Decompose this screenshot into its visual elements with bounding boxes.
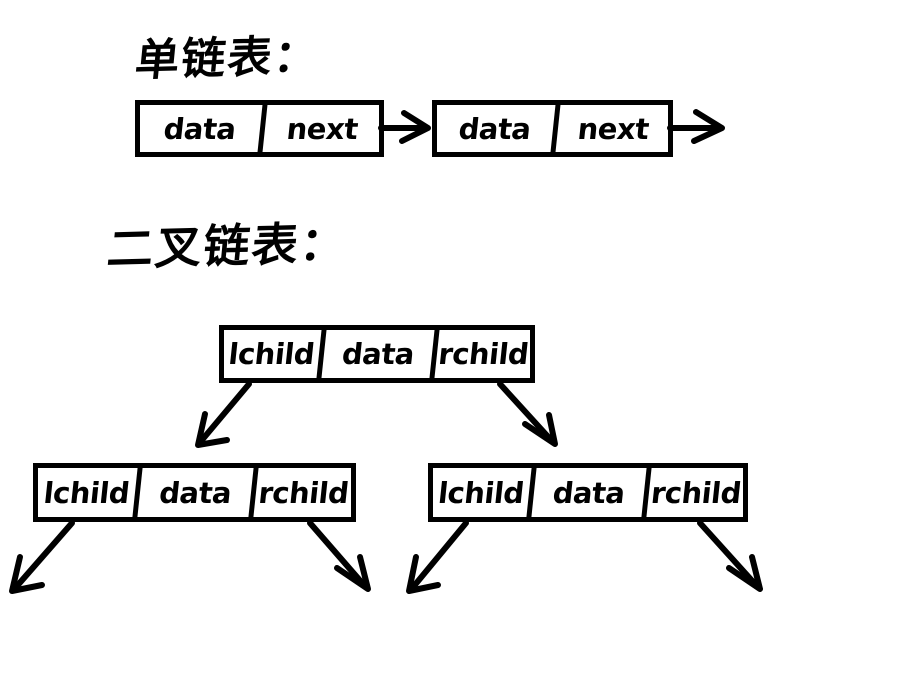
binary-node-root-data-cell: data (316, 330, 435, 378)
next-pointer-1-arrow-icon (378, 110, 431, 144)
binary-node-left-data-cell: data (132, 468, 254, 517)
root-lchild-arrow-icon (195, 381, 252, 448)
next-pointer-2-arrow-icon (667, 109, 725, 144)
heading-singly-linked-list: 单链表： (132, 30, 323, 87)
sll-node-1-next-cell: next (257, 105, 382, 152)
right-lchild-arrow-icon (406, 520, 469, 594)
sll-node-2-next-cell: next (550, 105, 671, 152)
binary-node-left-child: lchild data rchild (33, 463, 356, 522)
binary-node-root-lchild-cell: lchild (226, 337, 316, 371)
binary-node-root: lchild data rchild (219, 325, 535, 383)
right-rchild-arrow-icon (697, 520, 763, 592)
left-lchild-arrow-icon (9, 520, 75, 594)
binary-node-root-rchild-cell: rchild (429, 330, 533, 378)
binary-node-left-rchild-cell: rchild (248, 468, 354, 517)
binary-node-right-child: lchild data rchild (428, 463, 748, 522)
binary-node-right-lchild-cell: lchild (436, 475, 526, 510)
sll-node-1-data-cell: data (162, 111, 238, 146)
left-rchild-arrow-icon (307, 520, 371, 592)
binary-node-left-lchild-cell: lchild (42, 475, 132, 510)
root-rchild-arrow-icon (497, 381, 558, 447)
binary-node-right-data-cell: data (526, 468, 647, 517)
sll-node-2: data next (432, 100, 673, 157)
sll-node-1: data next (135, 100, 384, 157)
binary-node-right-rchild-cell: rchild (641, 468, 746, 517)
heading-binary-linked-list: 二叉链表： (104, 215, 351, 277)
sll-node-2-data-cell: data (457, 111, 533, 146)
